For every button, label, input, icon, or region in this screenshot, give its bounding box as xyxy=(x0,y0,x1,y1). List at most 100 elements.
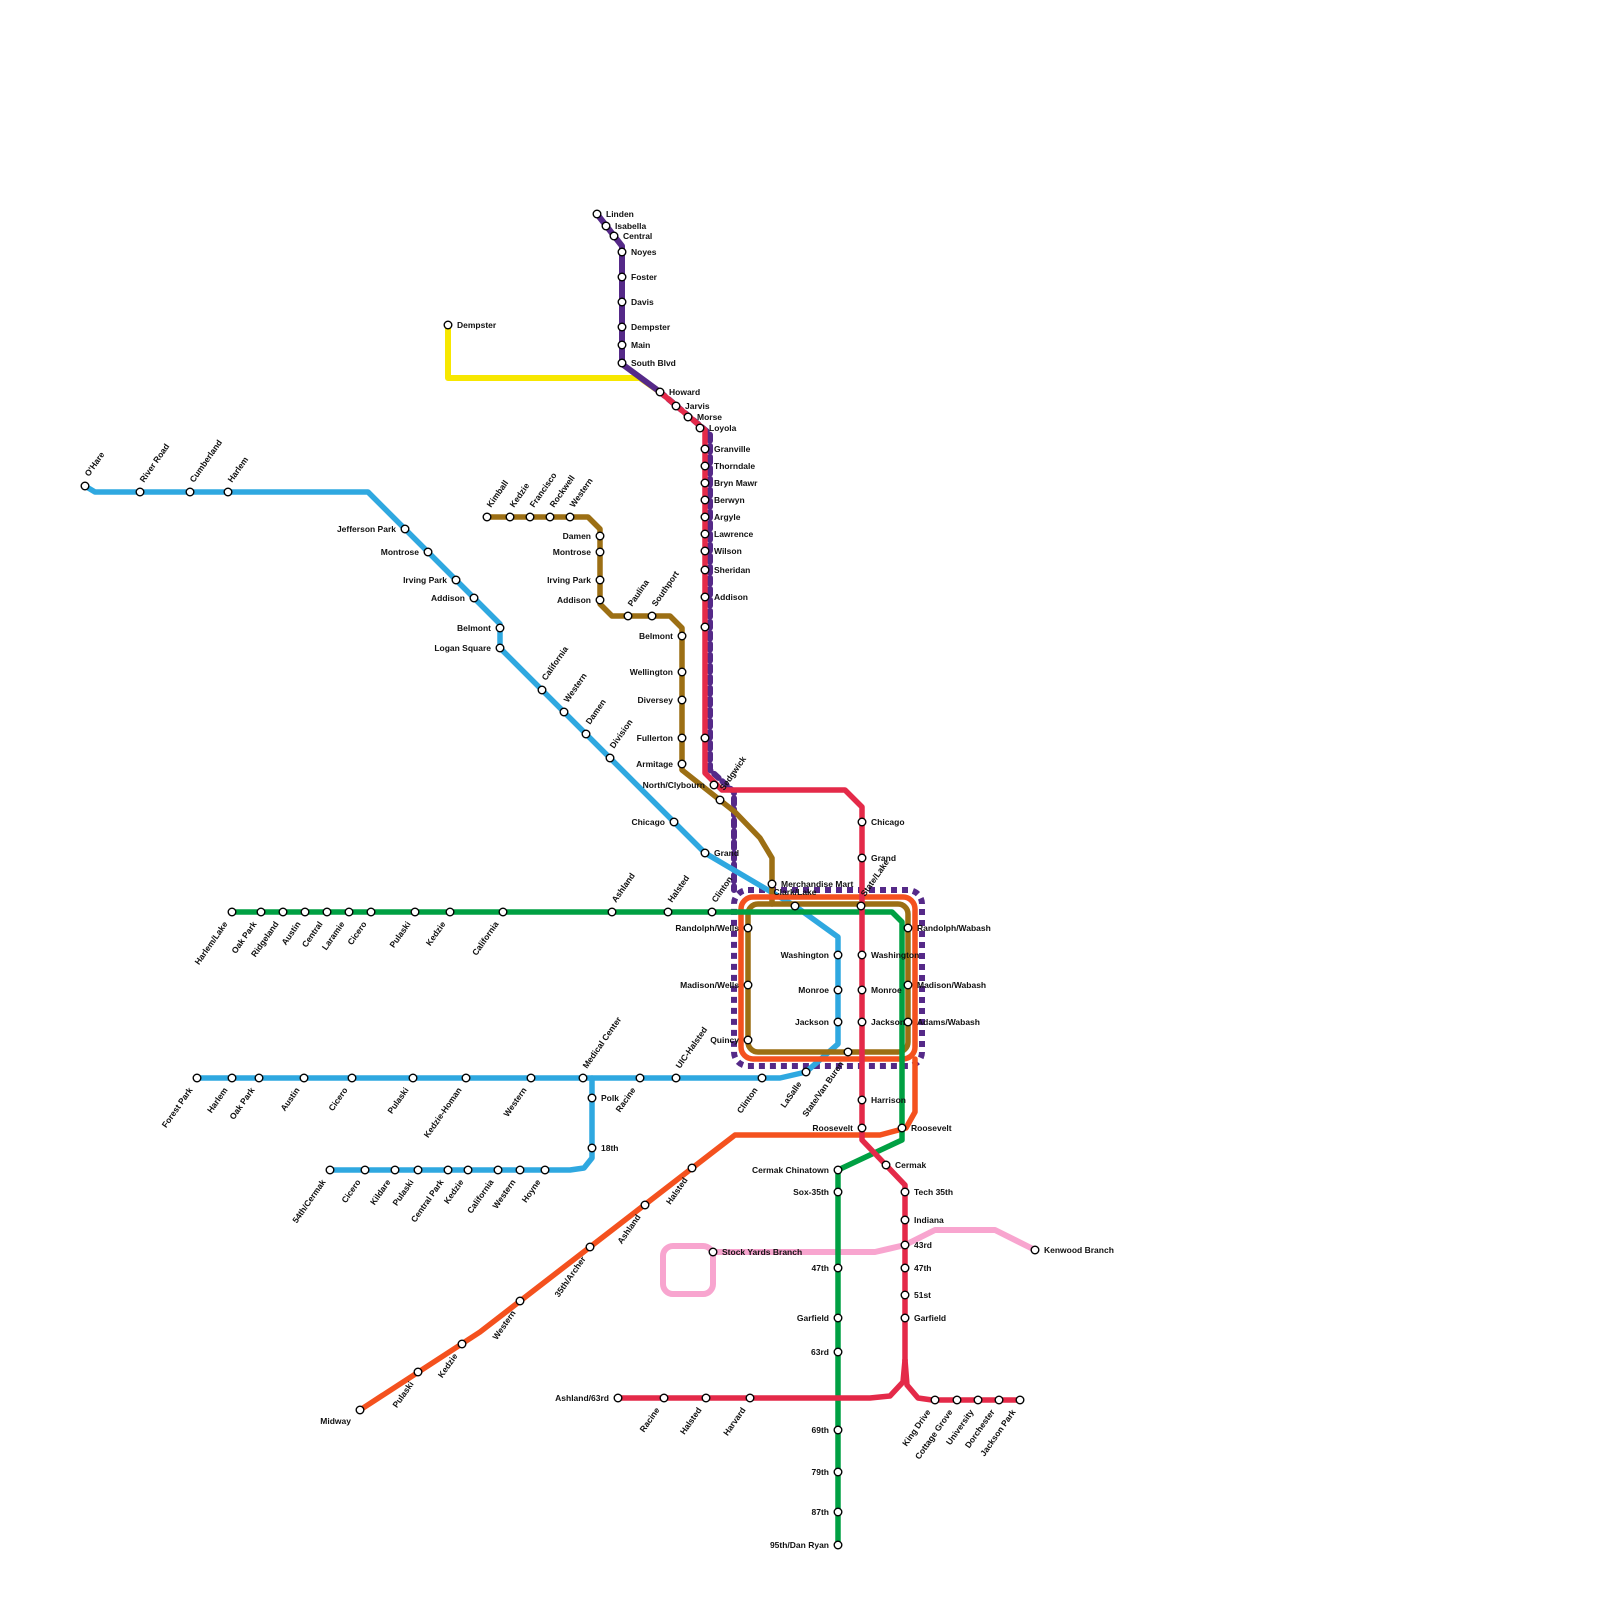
station-austin[interactable] xyxy=(299,1073,309,1083)
station-central[interactable] xyxy=(609,231,619,241)
station-belmont[interactable] xyxy=(677,631,687,641)
station-clark-lake[interactable] xyxy=(790,901,800,911)
station-cicero[interactable] xyxy=(366,907,376,917)
station-logan-square[interactable] xyxy=(495,643,505,653)
station-damen[interactable] xyxy=(595,531,605,541)
station-harlem[interactable] xyxy=(223,487,233,497)
station-california[interactable] xyxy=(498,907,508,917)
station-cermak-chinatown[interactable] xyxy=(833,1165,843,1175)
station-madison-wells[interactable] xyxy=(743,980,753,990)
station-addison[interactable] xyxy=(700,592,710,602)
station-grand[interactable] xyxy=(857,853,867,863)
station-state-lake[interactable] xyxy=(856,901,866,911)
station-kildare[interactable] xyxy=(390,1165,400,1175)
station-pulaski[interactable] xyxy=(410,907,420,917)
station-central-park[interactable] xyxy=(443,1165,453,1175)
station-pulaski[interactable] xyxy=(408,1073,418,1083)
station-79th[interactable] xyxy=(833,1467,843,1477)
station-irving-park[interactable] xyxy=(595,575,605,585)
station-madison-wabash[interactable] xyxy=(903,980,913,990)
station-king-drive[interactable] xyxy=(930,1395,940,1405)
station-montrose[interactable] xyxy=(595,547,605,557)
station-87th[interactable] xyxy=(833,1507,843,1517)
station-washington[interactable] xyxy=(857,950,867,960)
station-randolph-wabash[interactable] xyxy=(903,923,913,933)
station-jackson[interactable] xyxy=(833,1017,843,1027)
station-o-hare[interactable] xyxy=(80,481,90,491)
station-irving-park[interactable] xyxy=(451,575,461,585)
station-fullerton[interactable] xyxy=(677,733,687,743)
station-garfield[interactable] xyxy=(900,1313,910,1323)
station-harlem-lake[interactable] xyxy=(227,907,237,917)
station-western[interactable] xyxy=(565,512,575,522)
station-harrison[interactable] xyxy=(857,1095,867,1105)
station-cicero[interactable] xyxy=(360,1165,370,1175)
station-division[interactable] xyxy=(605,753,615,763)
station-garfield[interactable] xyxy=(833,1313,843,1323)
station-uic-halsted[interactable] xyxy=(671,1073,681,1083)
station-lasalle[interactable] xyxy=(801,1067,811,1077)
station-austin[interactable] xyxy=(300,907,310,917)
station-roosevelt[interactable] xyxy=(857,1123,867,1133)
station-forest-park[interactable] xyxy=(192,1073,202,1083)
station-dempster[interactable] xyxy=(443,320,453,330)
station-main[interactable] xyxy=(617,340,627,350)
station-halsted[interactable] xyxy=(701,1393,711,1403)
station-harlem[interactable] xyxy=(227,1073,237,1083)
station-racine[interactable] xyxy=(659,1393,669,1403)
station-sedgwick[interactable] xyxy=(715,795,725,805)
station-54th-cermak[interactable] xyxy=(325,1165,335,1175)
station-chicago[interactable] xyxy=(857,817,867,827)
station-halsted[interactable] xyxy=(663,907,673,917)
station-clinton[interactable] xyxy=(757,1073,767,1083)
station-university[interactable] xyxy=(973,1395,983,1405)
station-kedzie[interactable] xyxy=(463,1165,473,1175)
station-armitage[interactable] xyxy=(677,759,687,769)
station-addison[interactable] xyxy=(469,593,479,603)
station-kedzie-homan[interactable] xyxy=(461,1073,471,1083)
station-ashland[interactable] xyxy=(640,1200,650,1210)
station-rockwell[interactable] xyxy=(545,512,555,522)
station-ashland-63rd[interactable] xyxy=(613,1393,623,1403)
station-dempster[interactable] xyxy=(617,322,627,332)
station-california[interactable] xyxy=(537,685,547,695)
station-thorndale[interactable] xyxy=(700,461,710,471)
station-35th-archer[interactable] xyxy=(585,1242,595,1252)
station-63rd[interactable] xyxy=(833,1347,843,1357)
station-racine[interactable] xyxy=(635,1073,645,1083)
station-kimball[interactable] xyxy=(482,512,492,522)
station-river-road[interactable] xyxy=(135,487,145,497)
station-jackson[interactable] xyxy=(857,1017,867,1027)
station-morse[interactable] xyxy=(683,412,693,422)
station-indiana[interactable] xyxy=(900,1215,910,1225)
station-wellington[interactable] xyxy=(677,667,687,677)
station-sheridan[interactable] xyxy=(700,565,710,575)
station-north-clybourn[interactable] xyxy=(709,780,719,790)
station-18th[interactable] xyxy=(587,1143,597,1153)
station-diversey[interactable] xyxy=(677,695,687,705)
station-midway[interactable] xyxy=(355,1405,365,1415)
station-central[interactable] xyxy=(322,907,332,917)
station-47th[interactable] xyxy=(900,1263,910,1273)
station-loyola[interactable] xyxy=(695,423,705,433)
station-hoyne[interactable] xyxy=(540,1165,550,1175)
station-47th[interactable] xyxy=(833,1263,843,1273)
station-western[interactable] xyxy=(559,707,569,717)
station-jarvis[interactable] xyxy=(671,401,681,411)
station-randolph-wells[interactable] xyxy=(743,923,753,933)
station-ridgeland[interactable] xyxy=(278,907,288,917)
station-cicero[interactable] xyxy=(347,1073,357,1083)
station-western[interactable] xyxy=(515,1296,525,1306)
station-pulaski[interactable] xyxy=(413,1165,423,1175)
station-western[interactable] xyxy=(526,1073,536,1083)
station-oak-park[interactable] xyxy=(254,1073,264,1083)
station-kenwood-branch[interactable] xyxy=(1030,1245,1040,1255)
station-davis[interactable] xyxy=(617,297,627,307)
station-tech-35th[interactable] xyxy=(900,1187,910,1197)
station-kedzie[interactable] xyxy=(457,1339,467,1349)
station-granville[interactable] xyxy=(700,444,710,454)
station-howard[interactable] xyxy=(655,387,665,397)
station-clinton[interactable] xyxy=(707,907,717,917)
station-laramie[interactable] xyxy=(344,907,354,917)
station-adams-wabash[interactable] xyxy=(903,1017,913,1027)
